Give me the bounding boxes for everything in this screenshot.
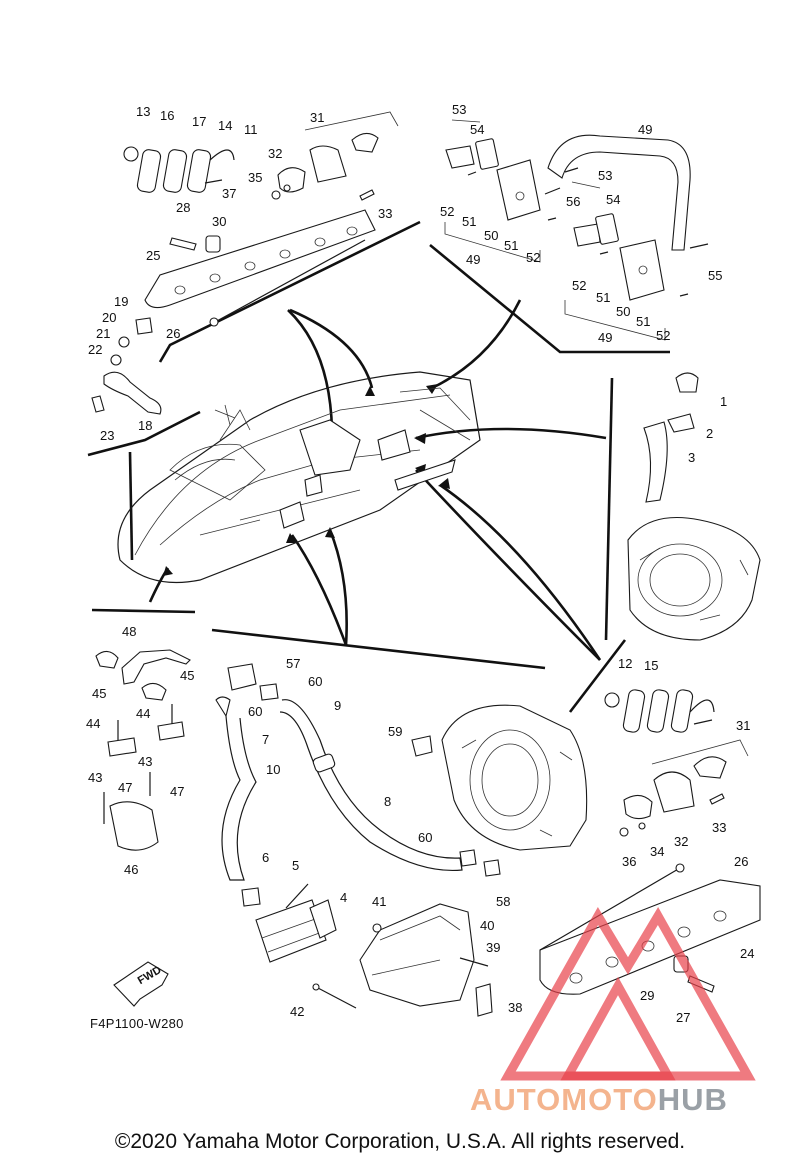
callout-52-a: 52: [440, 204, 454, 219]
callout-27: 27: [676, 1010, 690, 1025]
callout-29: 29: [640, 988, 654, 1003]
callout-52-b: 52: [526, 250, 540, 265]
callout-54-right: 54: [606, 192, 620, 207]
callout-23: 23: [100, 428, 114, 443]
callout-52-d: 52: [656, 328, 670, 343]
callout-35: 35: [248, 170, 262, 185]
callout-labels: 1 2 3 4 5 6 7 8 9 10 11 12 13 14 15 16 1…: [86, 102, 754, 1025]
callout-26-right: 26: [734, 854, 748, 869]
callout-48: 48: [122, 624, 136, 639]
callout-57: 57: [286, 656, 300, 671]
watermark-logo: [500, 907, 756, 1081]
callout-31-right: 31: [736, 718, 750, 733]
copyright-notice: ©2020 Yamaha Motor Corporation, U.S.A. A…: [114, 1130, 686, 1153]
callout-40: 40: [480, 918, 494, 933]
callout-6: 6: [262, 850, 269, 865]
callout-26-top: 26: [166, 326, 180, 341]
callout-20: 20: [102, 310, 116, 325]
callout-10: 10: [266, 762, 280, 777]
callout-51-c: 51: [596, 290, 610, 305]
callout-50-left: 50: [484, 228, 498, 243]
callout-14: 14: [218, 118, 232, 133]
callout-25: 25: [146, 248, 160, 263]
callout-21: 21: [96, 326, 110, 341]
callout-46: 46: [124, 862, 138, 877]
callout-24: 24: [740, 946, 754, 961]
callout-5: 5: [292, 858, 299, 873]
watermark-text-part2: HUB: [657, 1082, 728, 1117]
callout-39: 39: [486, 940, 500, 955]
callout-38: 38: [508, 1000, 522, 1015]
callout-13: 13: [136, 104, 150, 119]
lower-left-group: [95, 649, 191, 851]
callout-9: 9: [334, 698, 341, 713]
callout-42: 42: [290, 1004, 304, 1019]
callout-34: 34: [650, 844, 664, 859]
watermark-text: AUTOMOTOHUB: [470, 1082, 728, 1118]
callout-22: 22: [88, 342, 102, 357]
callout-54-top: 54: [470, 122, 484, 137]
callout-17: 17: [192, 114, 206, 129]
callout-58: 58: [496, 894, 510, 909]
callout-36: 36: [622, 854, 636, 869]
callout-49-left: 49: [466, 252, 480, 267]
watercraft-hull: [117, 371, 481, 584]
callout-15: 15: [644, 658, 658, 673]
callout-8: 8: [384, 794, 391, 809]
callout-60-a: 60: [308, 674, 322, 689]
callout-28: 28: [176, 200, 190, 215]
callout-33-top: 33: [378, 206, 392, 221]
watermark-text-part1: AUTOMOTO: [470, 1082, 658, 1117]
callout-43-left: 43: [88, 770, 102, 785]
pump-housing-group: [627, 372, 761, 641]
callout-33-right: 33: [712, 820, 726, 835]
callout-50-right: 50: [616, 304, 630, 319]
callout-49-right: 49: [598, 330, 612, 345]
callout-51-d: 51: [636, 314, 650, 329]
group-frames: [87, 220, 670, 713]
callout-45-right: 45: [180, 668, 194, 683]
callout-52-c: 52: [572, 278, 586, 293]
callout-44-left: 44: [86, 716, 100, 731]
tray-group: [312, 903, 493, 1017]
callout-44-right: 44: [136, 706, 150, 721]
callout-43-right: 43: [138, 754, 152, 769]
callout-59: 59: [388, 724, 402, 739]
callout-53-right: 53: [598, 168, 612, 183]
callout-53-top: 53: [452, 102, 466, 117]
callout-37: 37: [222, 186, 236, 201]
callout-30: 30: [212, 214, 226, 229]
callout-51-a: 51: [462, 214, 476, 229]
callout-16: 16: [160, 108, 174, 123]
callout-41: 41: [372, 894, 386, 909]
callout-19: 19: [114, 294, 128, 309]
callout-49-top: 49: [638, 122, 652, 137]
callout-3: 3: [688, 450, 695, 465]
callout-4: 4: [340, 890, 347, 905]
callout-32-right: 32: [674, 834, 688, 849]
hose-group: [215, 663, 588, 963]
callout-56: 56: [566, 194, 580, 209]
callout-47-left: 47: [118, 780, 132, 795]
callout-55: 55: [708, 268, 722, 283]
callout-60-c: 60: [418, 830, 432, 845]
callout-2: 2: [706, 426, 713, 441]
callout-18: 18: [138, 418, 152, 433]
callout-1: 1: [720, 394, 727, 409]
callout-47-right: 47: [170, 784, 184, 799]
handle-group: [444, 119, 709, 341]
callout-45-left: 45: [92, 686, 106, 701]
small-bracket-group: [91, 317, 162, 415]
callout-51-b: 51: [504, 238, 518, 253]
callout-11: 11: [244, 122, 258, 137]
callout-12: 12: [618, 656, 632, 671]
forward-arrow: FWD: [113, 961, 169, 1007]
callout-60-b: 60: [248, 704, 262, 719]
diagram-code: F4P1100-W280: [90, 1016, 184, 1031]
callout-32-top: 32: [268, 146, 282, 161]
callout-7: 7: [262, 732, 269, 747]
callout-31-top: 31: [310, 110, 324, 125]
rail-cleat-group: [123, 111, 399, 327]
